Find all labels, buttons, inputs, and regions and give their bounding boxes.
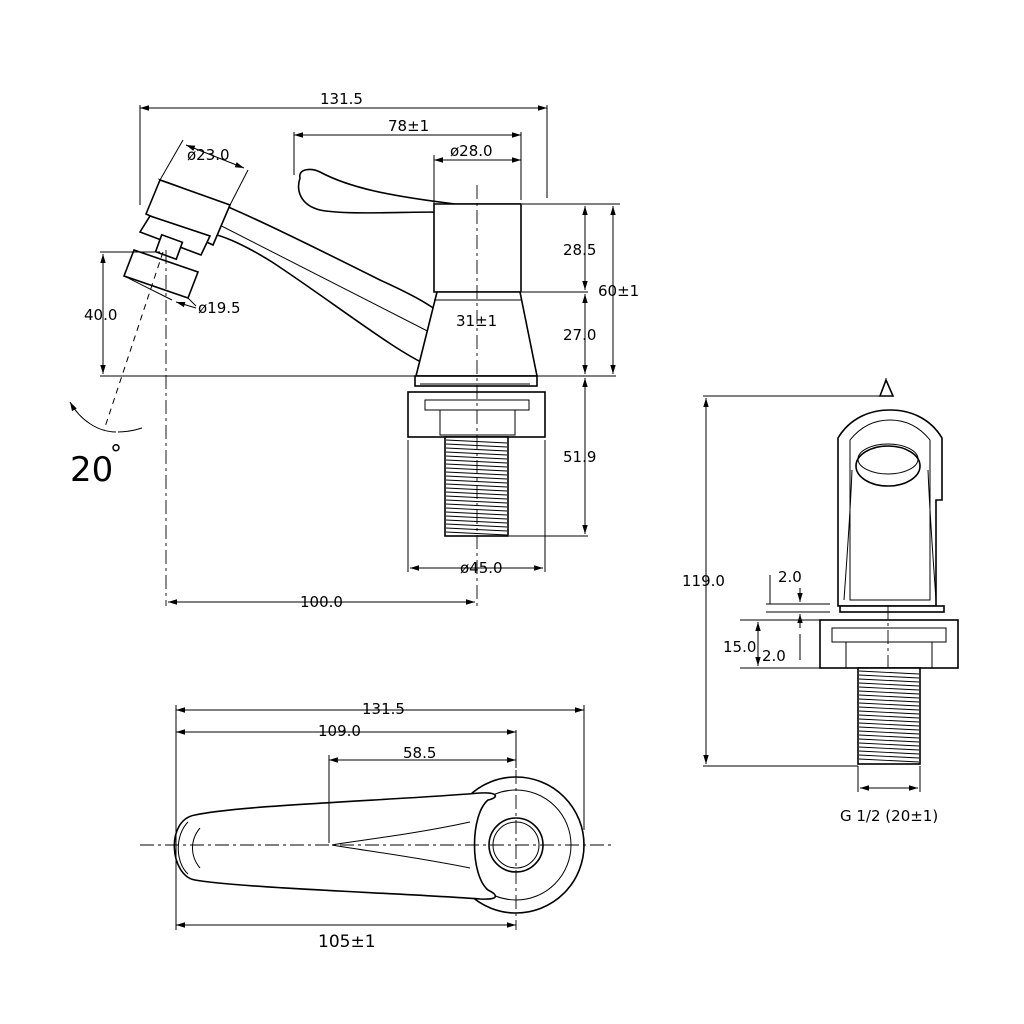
thread-line — [445, 503, 508, 508]
thread-line — [858, 682, 920, 687]
flange-nut — [407, 391, 546, 438]
thread-line — [858, 670, 920, 675]
dim-angle: 20 — [70, 450, 113, 490]
dim-body-diameter: ø28.0 — [450, 142, 493, 160]
top-view: 131.5 109.0 58.5 105±1 — [140, 700, 612, 952]
dim-base-height: 27.0 — [563, 326, 596, 344]
side-hood — [837, 409, 943, 607]
dim-handle-height: 28.5 — [563, 241, 596, 259]
thread-line — [858, 694, 920, 699]
dim-side-gap-bottom: 2.0 — [762, 647, 786, 665]
dim-aerator-diameter: ø19.5 — [198, 299, 241, 317]
thread-line — [445, 459, 508, 464]
dim-flange-diameter: ø45.0 — [460, 559, 503, 577]
thread-line — [858, 698, 920, 703]
thread-line — [858, 758, 920, 763]
thread-line — [858, 690, 920, 695]
thread-line — [858, 706, 920, 711]
tap-body — [433, 203, 522, 293]
thread-line — [445, 531, 508, 536]
thread-line — [858, 750, 920, 755]
thread-line — [445, 463, 508, 468]
thread-line — [445, 499, 508, 504]
thread-line — [858, 738, 920, 743]
thread-line — [858, 722, 920, 727]
thread-line — [445, 495, 508, 500]
thread-line — [858, 714, 920, 719]
dim-reach: 100.0 — [300, 593, 343, 611]
thread-line — [445, 451, 508, 456]
thread-line — [445, 467, 508, 472]
thread-line — [858, 730, 920, 735]
thread-line — [445, 447, 508, 452]
thread-line — [445, 527, 508, 532]
dim-top-centre: 58.5 — [403, 744, 436, 762]
side-cap — [855, 445, 921, 487]
degree-symbol: ° — [110, 440, 122, 468]
thread-line — [445, 443, 508, 448]
thread-line — [445, 515, 508, 520]
side-flange — [819, 619, 959, 669]
dim-spout-height: 40.0 — [84, 306, 117, 324]
dim-side-flange: 15.0 — [723, 638, 756, 656]
threaded-shank — [444, 436, 509, 537]
thread-line — [445, 455, 508, 460]
thread-line — [858, 742, 920, 747]
thread-line — [858, 702, 920, 707]
thread-line — [858, 686, 920, 691]
dim-spout-diameter: ø23.0 — [187, 146, 230, 164]
thread-line — [445, 511, 508, 516]
thread-line — [445, 507, 508, 512]
dim-side-gap-top: 2.0 — [778, 568, 802, 586]
thread-line — [445, 439, 508, 444]
top-lever — [173, 792, 497, 900]
thread-line — [858, 726, 920, 731]
dim-handle-span: 78±1 — [388, 117, 429, 135]
thread-line — [445, 519, 508, 524]
thread-line — [445, 479, 508, 484]
side-threaded-shank — [857, 667, 921, 765]
dim-top-lever: 109.0 — [318, 722, 361, 740]
thread-line — [445, 483, 508, 488]
tap-base — [414, 291, 538, 377]
front-view: 131.5 78±1 ø28.0 ø23.0 ø19.5 40.0 20 ° 2… — [69, 90, 639, 611]
thread-line — [445, 523, 508, 528]
dim-shank-length: 51.9 — [563, 448, 596, 466]
thread-line — [858, 678, 920, 683]
thread-line — [858, 710, 920, 715]
thread-line — [445, 471, 508, 476]
dim-overall-height: 60±1 — [598, 282, 639, 300]
thread-line — [445, 475, 508, 480]
dim-top-length: 105±1 — [318, 932, 376, 952]
side-view: 119.0 2.0 15.0 2.0 — [682, 377, 959, 825]
thread-line — [858, 754, 920, 759]
dim-thread: G 1/2 (20±1) — [840, 807, 938, 825]
dim-side-height: 119.0 — [682, 572, 725, 590]
dim-base-width: 31±1 — [456, 312, 497, 330]
thread-line — [445, 487, 508, 492]
thread-line — [858, 718, 920, 723]
thread-line — [858, 674, 920, 679]
dim-top-width: 131.5 — [362, 700, 405, 718]
thread-line — [858, 734, 920, 739]
thread-line — [445, 491, 508, 496]
thread-line — [858, 746, 920, 751]
dim-front-width: 131.5 — [320, 90, 363, 108]
